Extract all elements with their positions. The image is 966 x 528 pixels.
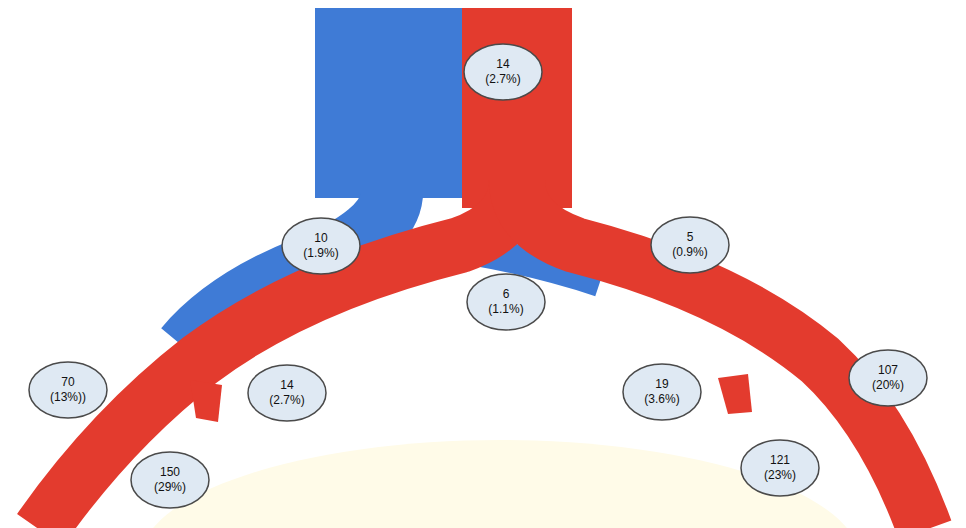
ellipse-shape bbox=[849, 350, 927, 406]
artery-right-branch bbox=[517, 180, 925, 528]
count-value: 14 bbox=[280, 378, 293, 393]
ellipse-shape bbox=[29, 362, 107, 418]
percent-value: (2.7%) bbox=[485, 72, 520, 87]
ellipse-shape bbox=[623, 364, 701, 420]
count-value: 19 bbox=[655, 377, 668, 392]
percent-value: (20%) bbox=[872, 378, 904, 393]
artery-trunk bbox=[462, 8, 572, 208]
ellipse-shape bbox=[467, 274, 545, 330]
percent-value: (2.7%) bbox=[269, 393, 304, 408]
count-ellipse: 107(20%) bbox=[848, 349, 928, 407]
percent-value: (13%)) bbox=[50, 390, 86, 405]
percent-value: (29%) bbox=[154, 480, 186, 495]
count-value: 150 bbox=[160, 465, 180, 480]
percent-value: (3.6%) bbox=[644, 392, 679, 407]
count-ellipse: 5(0.9%) bbox=[650, 216, 730, 274]
percent-value: (0.9%) bbox=[672, 245, 707, 260]
ellipse-shape bbox=[248, 365, 326, 421]
count-ellipse: 6(1.1%) bbox=[466, 273, 546, 331]
artery-left-branch bbox=[40, 180, 517, 528]
ellipse-shape bbox=[464, 44, 542, 100]
count-value: 6 bbox=[503, 287, 510, 302]
count-value: 14 bbox=[496, 57, 509, 72]
percent-value: (1.9%) bbox=[303, 246, 338, 261]
artery-right-stub bbox=[718, 374, 752, 414]
percent-value: (23%) bbox=[764, 468, 796, 483]
count-ellipse: 150(29%) bbox=[130, 451, 210, 509]
count-ellipse: 10(1.9%) bbox=[281, 217, 361, 275]
count-value: 70 bbox=[61, 375, 74, 390]
percent-value: (1.1%) bbox=[488, 302, 523, 317]
ellipse-shape bbox=[741, 440, 819, 496]
count-ellipse: 121(23%) bbox=[740, 439, 820, 497]
count-ellipse: 19(3.6%) bbox=[622, 363, 702, 421]
background-glow bbox=[140, 440, 860, 528]
count-ellipse: 14(2.7%) bbox=[247, 364, 327, 422]
ellipse-shape bbox=[131, 452, 209, 508]
count-value: 10 bbox=[314, 231, 327, 246]
count-value: 5 bbox=[687, 230, 694, 245]
count-ellipse: 70(13%)) bbox=[28, 361, 108, 419]
ellipse-shape bbox=[282, 218, 360, 274]
count-value: 107 bbox=[878, 363, 898, 378]
count-ellipse: 14(2.7%) bbox=[463, 43, 543, 101]
count-value: 121 bbox=[770, 453, 790, 468]
artery-left-stub bbox=[190, 380, 222, 422]
ellipse-shape bbox=[651, 217, 729, 273]
